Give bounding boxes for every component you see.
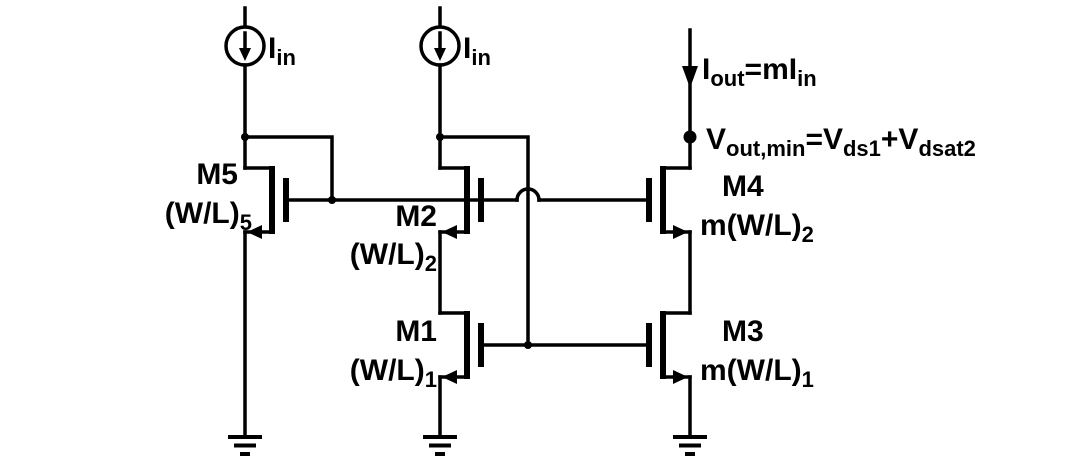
iout-label: Iout=mIin xyxy=(702,53,817,91)
m2-source-arrow-icon xyxy=(442,225,457,239)
iin-middle-label: Iin xyxy=(463,32,491,70)
current-source-middle-icon xyxy=(419,25,461,67)
m3-source-arrow-icon xyxy=(673,370,688,384)
m5-name-label: M5 xyxy=(196,158,238,191)
m2-size-label: (W/L)2 xyxy=(350,238,437,276)
transistor-m4 xyxy=(646,166,692,239)
wire-drain-to-lower-gates xyxy=(438,135,530,347)
iout-arrow-icon xyxy=(682,66,698,88)
vout-min-label: Vout,min=Vds1+Vdsat2 xyxy=(706,123,976,161)
m1-name-label: M1 xyxy=(395,315,437,348)
ground-output-icon xyxy=(673,435,707,456)
ground-middle-icon xyxy=(423,435,457,456)
branch-middle: Iin M2 (W/L)2 M1 (W/L)1 xyxy=(350,6,532,456)
transistor-m2 xyxy=(438,166,484,239)
m3-size-label: m(W/L)1 xyxy=(700,354,814,392)
ground-left-icon xyxy=(228,435,262,456)
m2-name-label: M2 xyxy=(395,200,437,233)
m5-source-arrow-icon xyxy=(247,225,262,239)
current-source-arrowhead-icon xyxy=(239,48,251,61)
m1-source-arrow-icon xyxy=(442,370,457,384)
m3-name-label: M3 xyxy=(722,315,764,348)
transistor-m1 xyxy=(438,311,484,384)
transistor-m3 xyxy=(646,311,692,384)
crossover-hop-icon xyxy=(515,187,541,202)
m1-size-label: (W/L)1 xyxy=(350,354,437,392)
m5-size-label: (W/L)5 xyxy=(165,197,252,235)
cascode-gate-bias-line xyxy=(284,187,651,202)
wire-m5-diode-connection xyxy=(243,135,334,202)
m4-name-label: M4 xyxy=(722,170,764,203)
iin-left-label: Iin xyxy=(268,32,296,70)
branch-left: Iin M5 (W/L)5 xyxy=(165,6,336,456)
current-source-arrowhead-icon xyxy=(434,48,446,61)
output-node-dot xyxy=(683,130,697,144)
m4-size-label: m(W/L)2 xyxy=(700,209,814,247)
current-source-left-icon xyxy=(224,25,266,67)
branch-output: Iout=mIin Vout,min=Vds1+Vdsat2 M4 m(W/L)… xyxy=(646,28,976,456)
m4-source-arrow-icon xyxy=(673,225,688,239)
